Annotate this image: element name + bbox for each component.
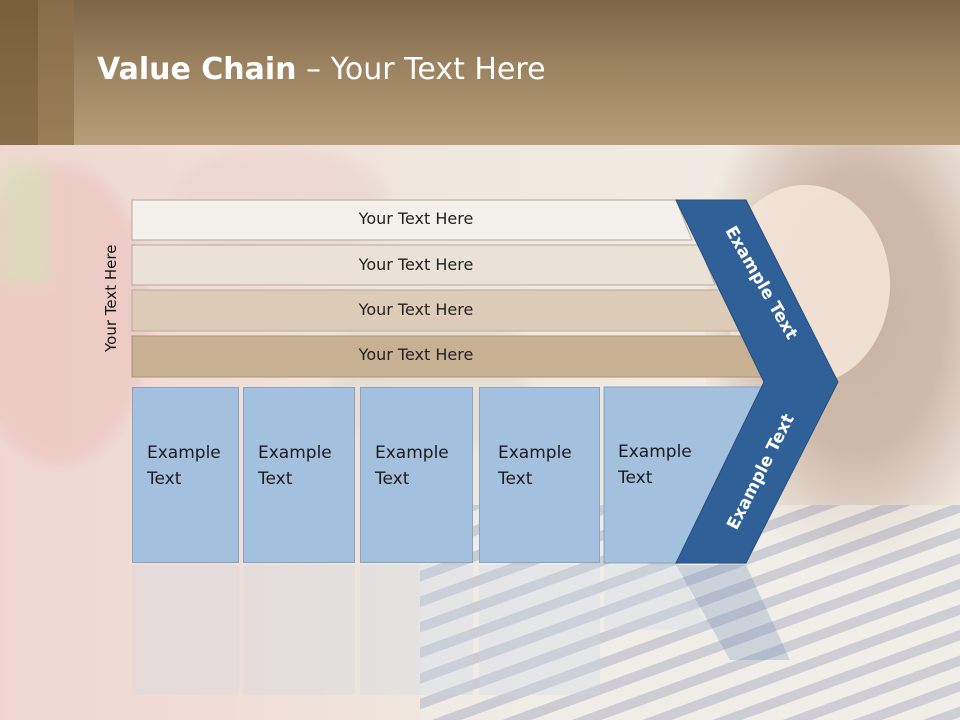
row-label: Your Text Here — [358, 209, 474, 228]
title-bold: Value Chain — [97, 52, 297, 87]
row-3: Your Text Here — [132, 291, 700, 331]
row-1: Your Text Here — [132, 200, 692, 240]
row-2: Your Text Here — [132, 246, 700, 286]
title-rest: – Your Text Here — [296, 52, 546, 87]
row-shape — [131, 244, 716, 286]
row-label: Your Text Here — [358, 300, 474, 319]
row-label: Your Text Here — [358, 255, 474, 274]
slide-title: Value Chain – Your Text Here — [97, 52, 546, 87]
row-4: Your Text Here — [132, 336, 700, 376]
row-shape — [131, 199, 693, 241]
chevron-shape — [675, 199, 839, 564]
header-accent-strip — [0, 0, 38, 145]
reflection — [132, 565, 790, 695]
header-accent-strip — [38, 0, 74, 145]
row-label: Your Text Here — [358, 345, 474, 364]
header-band: Value Chain – Your Text Here — [0, 0, 960, 145]
